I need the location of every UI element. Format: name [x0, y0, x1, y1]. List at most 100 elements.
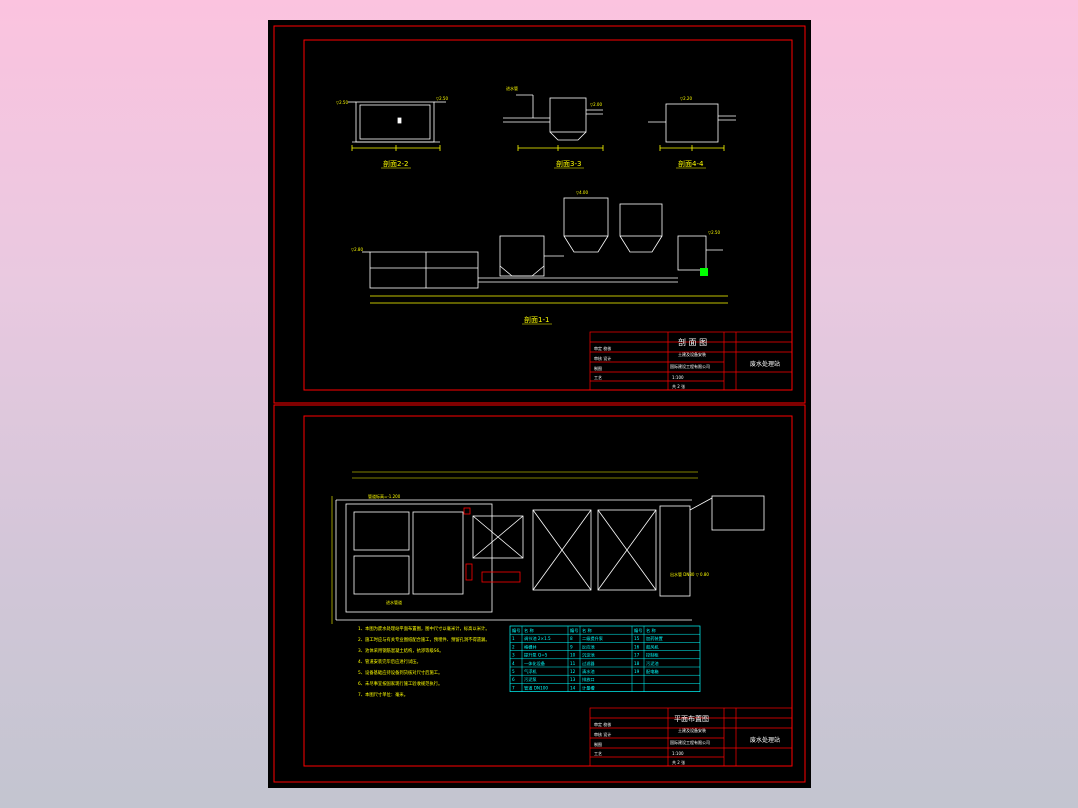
top-inner-frame — [303, 39, 793, 391]
note-4: 4、管道安装完毕后应进行试压。 — [358, 658, 421, 665]
bottom-project-name: 废水处理站 — [750, 736, 780, 744]
top-row-2: 审核 设计 — [594, 355, 611, 361]
elev-1-1-left: ▽2.80 — [351, 247, 363, 252]
table-cell: 5 — [512, 669, 515, 674]
top-unit-name: 国际建设工程有限公司 — [670, 363, 710, 369]
bottom-outer-frame — [273, 404, 806, 783]
table-cell: 污泥池 — [646, 660, 659, 667]
table-header-cell: 名 称 — [524, 627, 534, 634]
section-4-4 — [648, 103, 736, 151]
top-scale: 1:100 — [672, 375, 684, 380]
table-cell: 3 — [512, 653, 515, 658]
bottom-unit-name: 国际建设工程有限公司 — [670, 739, 710, 745]
bottom-title-block — [589, 707, 793, 767]
elev-4-4: ▽2.20 — [680, 96, 692, 101]
section-3-3 — [503, 94, 604, 151]
plan-label-pipe-bottom: 进水管道 — [386, 599, 402, 605]
table-cell: 8 — [570, 636, 573, 641]
construction-notes: 1、本图为废水处理站平面布置图，图中尺寸以毫米计，标高以米计。 2、施工时应与有… — [358, 625, 490, 698]
table-cell: 2 — [512, 644, 515, 649]
table-cell: 污泥泵 — [524, 676, 537, 683]
table-header-cell: 名 称 — [646, 627, 656, 634]
top-sheet-count: 共 2 张 — [672, 383, 685, 389]
table-cell: 17 — [634, 653, 640, 658]
bottom-drawing-title: 平面布置图 — [674, 714, 709, 723]
note-3-3: 进水管 — [506, 85, 518, 91]
table-cell: 13 — [570, 677, 576, 682]
bottom-sheet-count: 共 2 张 — [672, 759, 685, 765]
note-6: 6、未尽事宜按国家现行施工验收规范执行。 — [358, 680, 442, 687]
elev-1-1-right: ▽2.50 — [708, 230, 720, 235]
bottom-row-3: 制图 — [594, 741, 602, 747]
section-1-1 — [362, 197, 728, 304]
table-cell: 9 — [570, 644, 573, 649]
note-5: 5、设备基础应待设备到货核对尺寸后施工。 — [358, 669, 442, 676]
top-outer-frame — [273, 25, 806, 404]
table-cell: 加药装置 — [646, 635, 663, 642]
elev-2-2-left: ▽2.50 — [336, 100, 348, 105]
plan-label-pipe-top: 管道标高=-1.200 — [368, 493, 401, 499]
top-project-name: 废水处理站 — [750, 360, 780, 368]
bottom-row-2: 审核 设计 — [594, 731, 611, 737]
table-cell: 12 — [570, 669, 576, 674]
bottom-row-1: 审定 校核 — [594, 721, 611, 727]
label-section-3-3: 剖面3-3 — [556, 159, 581, 168]
table-cell: 计量槽 — [582, 684, 595, 691]
table-cell: 10 — [570, 653, 576, 658]
top-title-block — [589, 331, 793, 391]
table-cell: 管道 DN100 — [524, 684, 548, 691]
plan-label-outlet: 出水管 DN80 ▽ 0.80 — [670, 571, 709, 577]
table-header-cell: 编号 — [634, 627, 642, 634]
table-header-cell: 编号 — [512, 627, 520, 634]
top-subtitle: 土建及设备安装 — [678, 351, 706, 357]
table-cell: 沉淀池 — [582, 652, 595, 659]
table-cell: 格栅井 — [524, 643, 537, 650]
table-cell: 提升泵 Q=5 — [524, 652, 548, 659]
table-cell: 18 — [634, 661, 640, 666]
table-cell: 二级提升泵 — [582, 635, 603, 642]
table-cell: 鼓风机 — [646, 643, 659, 650]
top-row-3: 制图 — [594, 365, 602, 371]
bottom-subtitle: 土建及设备安装 — [678, 727, 706, 733]
table-cell: 控制柜 — [646, 652, 659, 659]
table-cell: 14 — [570, 685, 576, 690]
pump-marker — [700, 268, 708, 276]
note-3: 3、池体采用钢筋混凝土结构，抗渗等级S6。 — [358, 647, 444, 654]
label-section-4-4: 剖面4-4 — [678, 159, 704, 168]
table-cell: 一体化设备 — [524, 660, 546, 667]
table-cell: 气浮机 — [524, 668, 537, 675]
table-cell: 过滤器 — [582, 660, 595, 667]
table-cell: 清水池 — [582, 668, 595, 675]
elev-2-2-right: ▽2.50 — [436, 96, 448, 101]
table-cell: 7 — [512, 685, 515, 690]
table-cell: 4 — [512, 661, 515, 666]
table-cell: 配电箱 — [646, 668, 659, 675]
bottom-row-4: 工艺 — [594, 751, 602, 756]
label-section-1-1: 剖面1-1 — [524, 315, 549, 324]
section-2-2 — [348, 101, 446, 151]
table-cell: 1 — [512, 636, 515, 641]
cad-drawing-sheet: ▽2.50 ▽2.50 剖面2-2 进水管 ▽2.00 剖面3-3 ▽2.20 … — [268, 20, 811, 788]
bottom-scale: 1:100 — [672, 751, 684, 756]
top-row-4: 工艺 — [594, 375, 602, 380]
table-cell: 11 — [570, 661, 576, 666]
table-cell: 15 — [634, 636, 640, 641]
table-cell: 反应池 — [582, 643, 595, 650]
top-row-1: 审定 校核 — [594, 345, 611, 351]
bottom-inner-frame — [303, 415, 793, 767]
table-header-cell: 编号 — [570, 627, 578, 634]
table-cell: 调节池 2×1.5 — [524, 635, 551, 642]
cad-drawing: ▽2.50 ▽2.50 剖面2-2 进水管 ▽2.00 剖面3-3 ▽2.20 … — [273, 25, 806, 783]
table-cell: 16 — [634, 644, 640, 649]
plan-view — [335, 495, 765, 621]
table-cell: 6 — [512, 677, 515, 682]
label-section-2-2: 剖面2-2 — [383, 159, 408, 168]
table-cell: 19 — [634, 669, 640, 674]
note-2: 2、施工时应与有关专业图纸配合施工，预埋件、预留孔洞不得遗漏。 — [358, 636, 490, 643]
note-7: 7、本图尺寸单位：毫米。 — [358, 691, 408, 698]
table-cell: 排放口 — [582, 676, 595, 683]
elev-3-3: ▽2.00 — [590, 102, 602, 107]
elev-1-1-mid: ▽4.00 — [576, 190, 588, 195]
note-1: 1、本图为废水处理站平面布置图，图中尺寸以毫米计，标高以米计。 — [358, 625, 490, 632]
